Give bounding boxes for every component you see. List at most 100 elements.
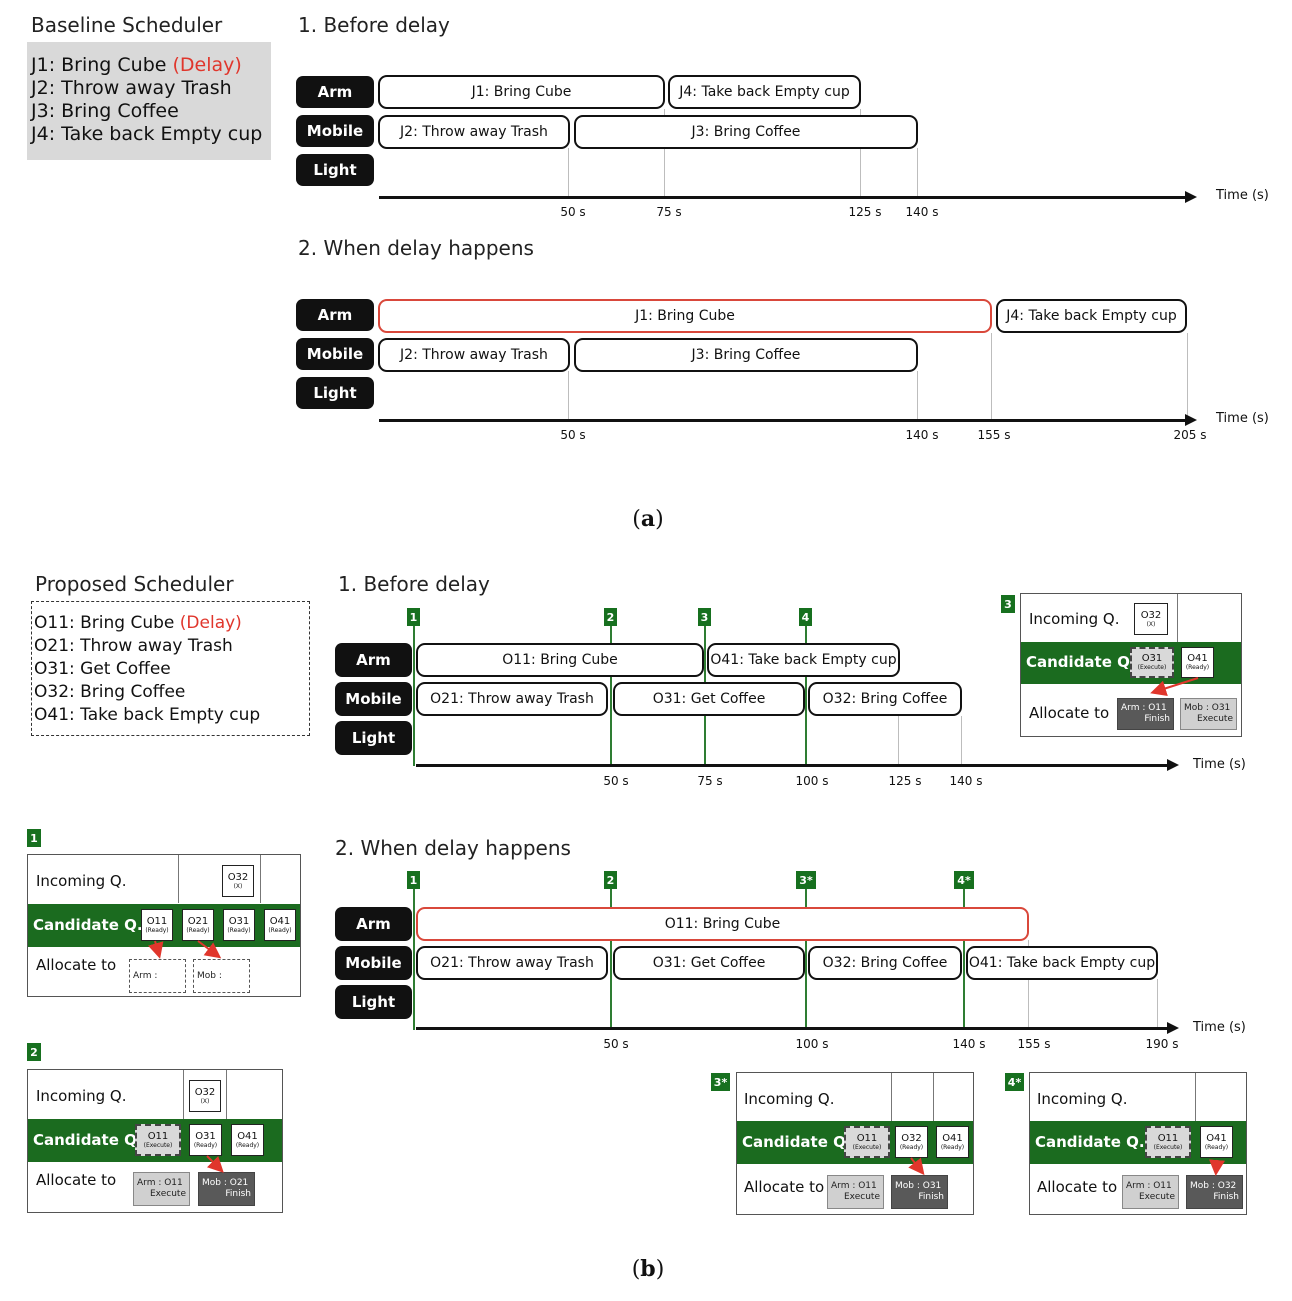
- task-bar: J1: Bring Cube: [378, 75, 665, 109]
- divider: [226, 1070, 227, 1119]
- task-bar: O32: Bring Coffee: [808, 946, 962, 980]
- task-bar-delayed: O11: Bring Cube: [416, 907, 1029, 941]
- op-card: O31(Execute): [1130, 647, 1174, 678]
- tick-line: [860, 109, 861, 196]
- op-card: O41(Ready): [231, 1124, 264, 1156]
- axis-arrowhead: [1185, 191, 1197, 203]
- tick-label: 190 s: [1145, 1037, 1179, 1051]
- op-card: O32(X): [189, 1080, 221, 1112]
- tick-label: 125 s: [888, 774, 922, 788]
- res-light-label: Light: [296, 377, 374, 409]
- baseline-job-4: J4: Take back Empty cup: [31, 123, 263, 145]
- op-card: O31(Ready): [189, 1124, 222, 1156]
- incoming-label: Incoming Q.: [1037, 1090, 1128, 1108]
- tick-label: 50 s: [560, 205, 586, 219]
- op-card: O41(Ready): [264, 909, 296, 941]
- step-marker: 1: [407, 871, 420, 889]
- op-card: O31(Ready): [223, 909, 255, 941]
- tick-line: [1157, 979, 1158, 1030]
- candidate-label: Candidate Q.: [1035, 1133, 1145, 1151]
- step-line: [413, 626, 415, 766]
- step-marker: 3: [698, 608, 711, 626]
- task-bar: J2: Throw away Trash: [378, 338, 570, 372]
- tick-line: [568, 371, 569, 420]
- res-arm-label: Arm: [335, 643, 412, 677]
- axis-arrowhead: [1185, 414, 1197, 426]
- task-bar: O11: Bring Cube: [416, 643, 704, 677]
- op-card: O11(Execute): [844, 1126, 890, 1158]
- tick-line: [917, 148, 918, 196]
- b2-title: 2. When delay happens: [335, 836, 571, 860]
- task-bar: O41: Take back Empty cup: [707, 643, 900, 677]
- res-arm-label: Arm: [296, 299, 374, 331]
- res-light-label: Light: [335, 985, 412, 1019]
- tick-label: 75 s: [697, 774, 723, 788]
- divider: [178, 855, 179, 903]
- task-bar: J4: Take back Empty cup: [668, 75, 861, 109]
- step-marker: 2: [604, 871, 617, 889]
- tick-label: 75 s: [656, 205, 682, 219]
- op-card: O11(Execute): [1145, 1126, 1191, 1158]
- tick-label: 50 s: [560, 428, 586, 442]
- res-mobile-label: Mobile: [335, 682, 412, 716]
- res-light-label: Light: [296, 154, 374, 186]
- caption-a: (a): [632, 506, 664, 532]
- task-bar: O41: Take back Empty cup: [966, 946, 1158, 980]
- task-bar: O32: Bring Coffee: [808, 682, 962, 716]
- panel-tag: 3*: [711, 1073, 730, 1091]
- incoming-label: Incoming Q.: [1029, 610, 1120, 628]
- tick-line: [568, 148, 569, 196]
- op-card: O32(Ready): [895, 1126, 928, 1158]
- proposed-op-2: O21: Throw away Trash: [34, 636, 233, 656]
- tick-label: 50 s: [603, 1037, 629, 1051]
- time-axis: [379, 196, 1187, 199]
- step-marker: 3*: [796, 871, 816, 889]
- divider: [933, 1073, 934, 1121]
- res-mobile-label: Mobile: [296, 115, 374, 147]
- res-light-label: Light: [335, 721, 412, 755]
- queue-panel: Incoming Q. Candidate Q. O11(Execute) O4…: [1029, 1072, 1247, 1215]
- caption-b: (b): [631, 1256, 665, 1282]
- queue-panel: Incoming Q. O32(X) Candidate Q. O11(Read…: [27, 854, 301, 997]
- step-line: [805, 889, 807, 1030]
- alloc-card: Mob :: [193, 959, 250, 993]
- op-card: O41(Ready): [936, 1126, 969, 1158]
- task-bar: O21: Throw away Trash: [416, 682, 608, 716]
- tick-label: 125 s: [848, 205, 882, 219]
- panel-tag: 2: [27, 1043, 41, 1061]
- baseline-job-1: J1: Bring Cube (Delay): [31, 54, 242, 76]
- step-line: [805, 626, 807, 766]
- allocate-label: Allocate to: [1037, 1178, 1118, 1196]
- step-marker: 1: [407, 608, 420, 626]
- incoming-label: Incoming Q.: [36, 872, 127, 890]
- proposed-op-1: O11: Bring Cube (Delay): [34, 613, 242, 633]
- op-card: O41(Ready): [1200, 1126, 1233, 1158]
- tick-label: 100 s: [795, 1037, 829, 1051]
- tick-label: 50 s: [603, 774, 629, 788]
- tick-label: 205 s: [1173, 428, 1207, 442]
- task-bar: O31: Get Coffee: [613, 682, 805, 716]
- step-line: [610, 889, 612, 1030]
- candidate-label: Candidate Q.: [33, 1131, 143, 1149]
- tick-line: [1028, 940, 1029, 1030]
- incoming-label: Incoming Q.: [36, 1087, 127, 1105]
- candidate-label: Candidate Q.: [33, 916, 143, 934]
- op-card: O41(Ready): [1181, 647, 1214, 678]
- task-bar: J4: Take back Empty cup: [996, 299, 1187, 333]
- allocate-label: Allocate to: [36, 956, 117, 974]
- step-line: [610, 626, 612, 766]
- time-axis: [416, 1027, 1168, 1030]
- queue-panel: Incoming Q. O32(X) Candidate Q. O11(Exec…: [27, 1069, 283, 1213]
- task-bar: O31: Get Coffee: [613, 946, 805, 980]
- panel-tag: 4*: [1005, 1073, 1024, 1091]
- time-axis-label: Time (s): [1193, 757, 1246, 772]
- step-marker: 2: [604, 608, 617, 626]
- op-card: O11(Execute): [135, 1124, 181, 1156]
- tick-line: [917, 371, 918, 420]
- step-marker: 4*: [954, 871, 974, 889]
